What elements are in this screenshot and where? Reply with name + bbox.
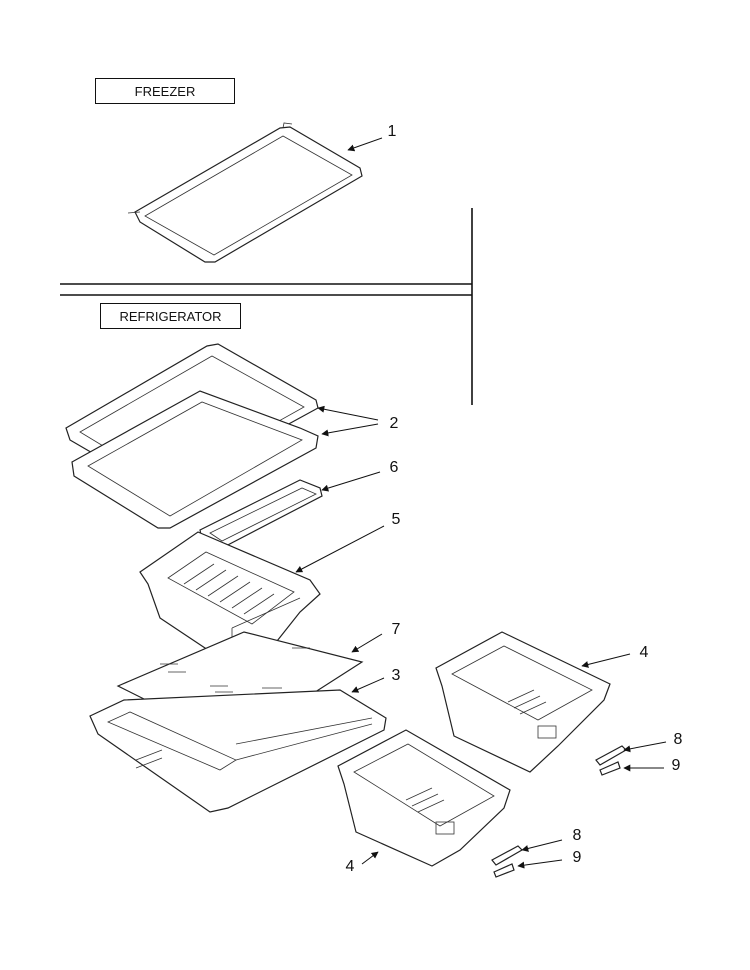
callout-2: 2 [389, 415, 399, 432]
callout-7: 7 [391, 621, 401, 638]
callout-9-upper: 9 [671, 757, 681, 774]
refrigerator-shelf-lower [71, 390, 319, 529]
drawer-slide-upper [595, 745, 627, 776]
crisper-support-frame [89, 689, 387, 813]
right-crisper-drawer-upper [435, 631, 611, 773]
callout-4-upper: 4 [639, 644, 649, 661]
right-crisper-drawer-lower [337, 729, 511, 867]
callout-4-lower: 4 [345, 858, 355, 875]
upper-crisper-drawer [139, 531, 321, 667]
refrigerator-section-label: REFRIGERATOR [100, 303, 241, 329]
section-dividers [60, 208, 473, 405]
freezer-shelf [127, 122, 363, 263]
drawer-slide-lower [491, 845, 523, 878]
callout-1: 1 [387, 123, 397, 140]
callout-9-lower: 9 [572, 849, 582, 866]
callout-8-upper: 8 [673, 731, 683, 748]
callout-6: 6 [389, 459, 399, 476]
freezer-section-label: FREEZER [95, 78, 235, 104]
callout-3: 3 [391, 667, 401, 684]
leader-lines [295, 137, 667, 869]
callout-5: 5 [391, 511, 401, 528]
callout-8-lower: 8 [572, 827, 582, 844]
